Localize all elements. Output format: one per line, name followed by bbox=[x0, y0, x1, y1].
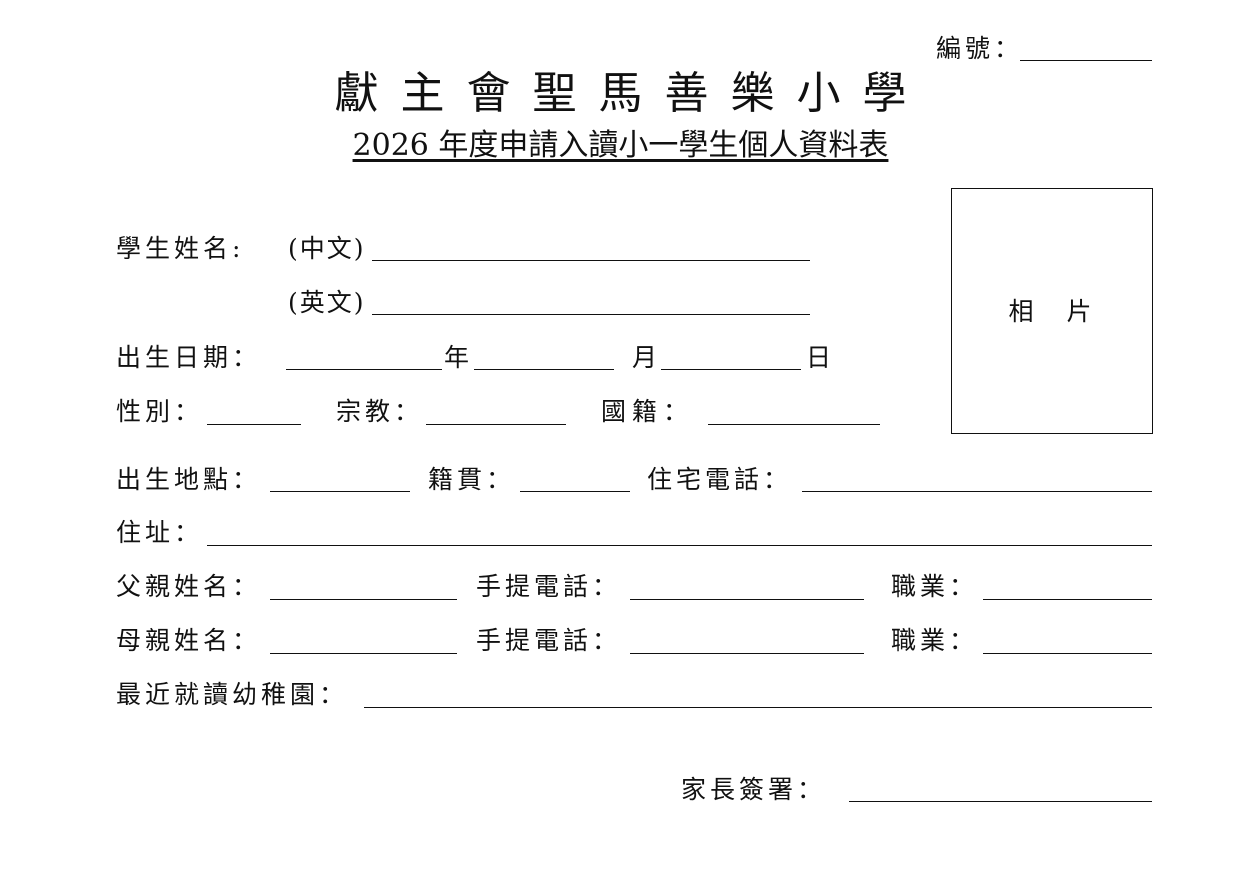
native-place-label: 籍貫： bbox=[428, 465, 516, 494]
form-number-label: 編號： bbox=[936, 34, 1024, 63]
father-mobile-field[interactable] bbox=[630, 599, 864, 600]
mother-name-field[interactable] bbox=[270, 653, 457, 654]
mother-occupation-label: 職業： bbox=[891, 626, 979, 655]
home-phone-label: 住宅電話： bbox=[647, 465, 793, 494]
chinese-name-field[interactable] bbox=[372, 260, 810, 261]
student-name-label: 學生姓名: bbox=[116, 234, 245, 263]
day-label: 日 bbox=[806, 343, 836, 372]
parent-signature-label: 家長簽署： bbox=[681, 775, 827, 804]
photo-box: 相 片 bbox=[951, 188, 1153, 434]
gender-label: 性別： bbox=[116, 397, 204, 426]
religion-label: 宗教： bbox=[336, 397, 424, 426]
parent-signature-field[interactable] bbox=[849, 801, 1152, 802]
mother-mobile-field[interactable] bbox=[630, 653, 864, 654]
address-field[interactable] bbox=[207, 545, 1152, 546]
nationality-field[interactable] bbox=[708, 424, 880, 425]
form-number-line[interactable] bbox=[1020, 60, 1152, 61]
address-label: 住址： bbox=[116, 518, 204, 547]
gender-field[interactable] bbox=[207, 424, 301, 425]
father-occupation-field[interactable] bbox=[983, 599, 1152, 600]
dob-label: 出生日期： bbox=[116, 343, 262, 372]
english-name-field[interactable] bbox=[372, 314, 810, 315]
kindergarten-label: 最近就讀幼稚園： bbox=[116, 680, 349, 709]
father-name-label: 父親姓名： bbox=[116, 572, 262, 601]
form-title: 2026 年度申請入讀小一學生個人資料表 bbox=[352, 128, 889, 163]
year-label: 年 bbox=[444, 343, 474, 372]
native-place-field[interactable] bbox=[520, 491, 630, 492]
home-phone-field[interactable] bbox=[802, 491, 1152, 492]
dob-month-field[interactable] bbox=[474, 369, 614, 370]
chinese-name-label: (中文) bbox=[288, 234, 366, 263]
mother-name-label: 母親姓名： bbox=[116, 626, 262, 655]
birthplace-field[interactable] bbox=[270, 491, 410, 492]
father-name-field[interactable] bbox=[270, 599, 457, 600]
month-label: 月 bbox=[632, 343, 662, 372]
birthplace-label: 出生地點： bbox=[116, 465, 262, 494]
school-name: 獻主會聖馬善樂小學 bbox=[334, 68, 929, 119]
kindergarten-field[interactable] bbox=[364, 707, 1152, 708]
mother-mobile-label: 手提電話： bbox=[476, 626, 622, 655]
father-mobile-label: 手提電話： bbox=[476, 572, 622, 601]
dob-year-field[interactable] bbox=[286, 369, 442, 370]
english-name-label: (英文) bbox=[288, 288, 366, 317]
mother-occupation-field[interactable] bbox=[983, 653, 1152, 654]
photo-label: 相 片 bbox=[1008, 297, 1096, 326]
dob-day-field[interactable] bbox=[661, 369, 801, 370]
father-occupation-label: 職業： bbox=[891, 572, 979, 601]
nationality-label: 國籍： bbox=[601, 397, 695, 426]
religion-field[interactable] bbox=[426, 424, 566, 425]
